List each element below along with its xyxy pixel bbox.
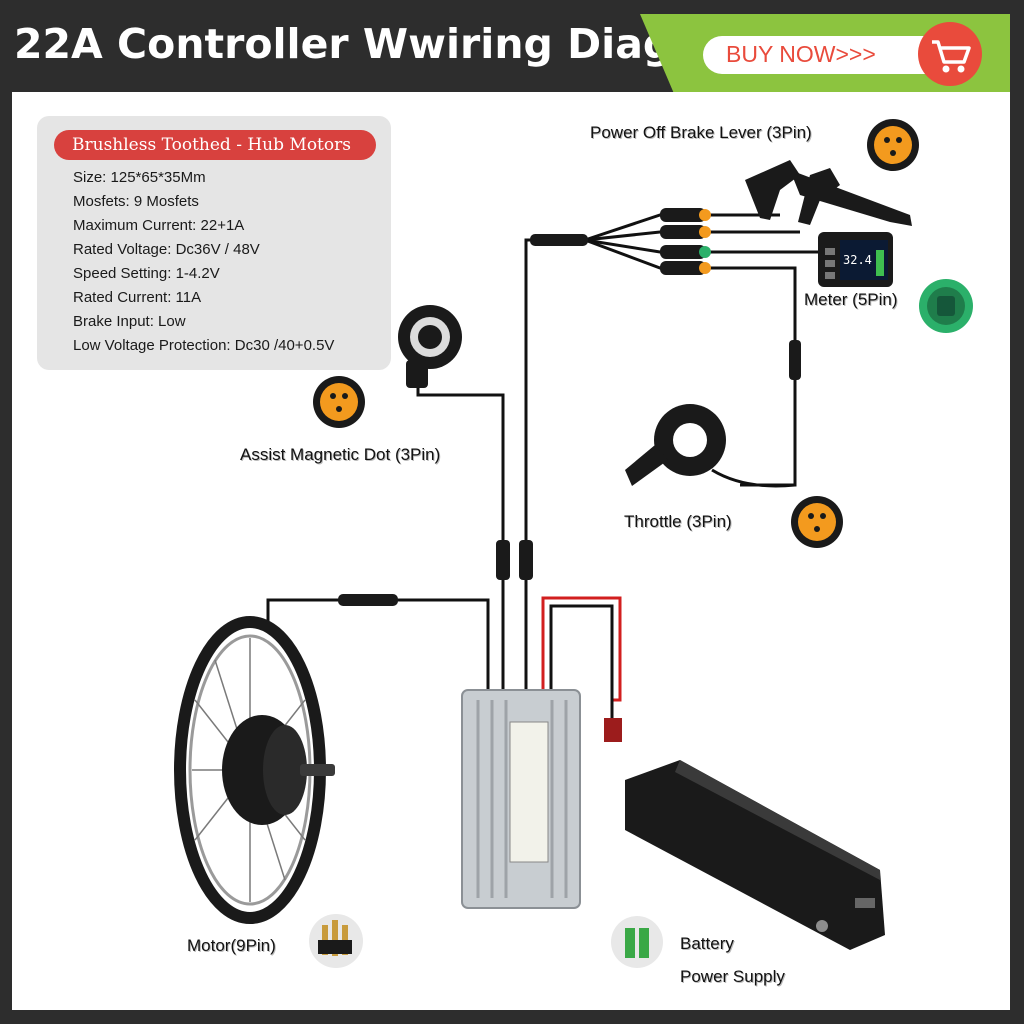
shopping-cart-icon	[932, 40, 971, 73]
motor-connector-icon	[309, 914, 363, 968]
spec-title-pill	[54, 130, 376, 160]
throttle-plug	[660, 261, 706, 275]
spec-brake-input: Brake Input: Low	[73, 313, 186, 330]
buy-now-label[interactable]: BUY NOW>>>	[726, 41, 876, 67]
spec-speed-setting: Speed Setting: 1-4.2V	[73, 265, 220, 282]
spec-size: Size: 125*65*35Mm	[73, 169, 206, 186]
battery-fuse	[604, 718, 622, 742]
hub-motor-wheel-icon	[174, 616, 335, 924]
throttle-icon	[625, 404, 796, 488]
label-battery: Battery	[680, 934, 734, 953]
spec-title: Brushless Toothed - Hub Motors	[72, 135, 351, 155]
page-title: 22A Controller Wwiring Diagram	[14, 20, 763, 68]
harness-main-connector	[530, 234, 588, 246]
brake-plug-2	[660, 225, 706, 239]
meter-display-icon	[818, 232, 893, 287]
label-power-supply: Power Supply	[680, 967, 785, 986]
assist-connector-icon	[313, 376, 365, 428]
label-throttle: Throttle (3Pin)	[624, 512, 732, 531]
label-brake-lever: Power Off Brake Lever (3Pin)	[590, 123, 812, 142]
spec-low-voltage: Low Voltage Protection: Dc30 /40+0.5V	[73, 337, 335, 354]
controller-connector-2	[519, 540, 533, 580]
label-assist: Assist Magnetic Dot (3Pin)	[240, 445, 441, 464]
spec-rated-voltage: Rated Voltage: Dc36V / 48V	[73, 241, 260, 258]
meter-connector-icon	[919, 279, 973, 333]
label-meter: Meter (5Pin)	[804, 290, 898, 309]
brake-lever-icon	[745, 160, 912, 226]
spec-max-current: Maximum Current: 22+1A	[73, 217, 245, 234]
spec-mosfets: Mosfets: 9 Mosfets	[73, 193, 199, 210]
controller-icon	[461, 689, 581, 909]
assist-wire	[416, 385, 505, 690]
cart-button[interactable]	[918, 22, 982, 86]
throttle-inline-connector	[789, 340, 801, 380]
brake-connector-icon	[867, 119, 919, 171]
motor-connector	[338, 594, 398, 606]
battery-icon	[625, 760, 885, 950]
battery-connector-icon	[611, 916, 663, 968]
meter-plug	[660, 245, 706, 259]
battery-wire-black	[549, 604, 614, 730]
brake-plug-1	[660, 208, 706, 222]
label-motor: Motor(9Pin)	[187, 936, 276, 955]
meter-reading: 32.4	[843, 253, 872, 267]
throttle-connector-icon	[791, 496, 843, 548]
controller-connector-1	[496, 540, 510, 580]
assist-sensor-icon	[398, 305, 462, 388]
spec-rated-current: Rated Current: 11A	[73, 289, 202, 306]
